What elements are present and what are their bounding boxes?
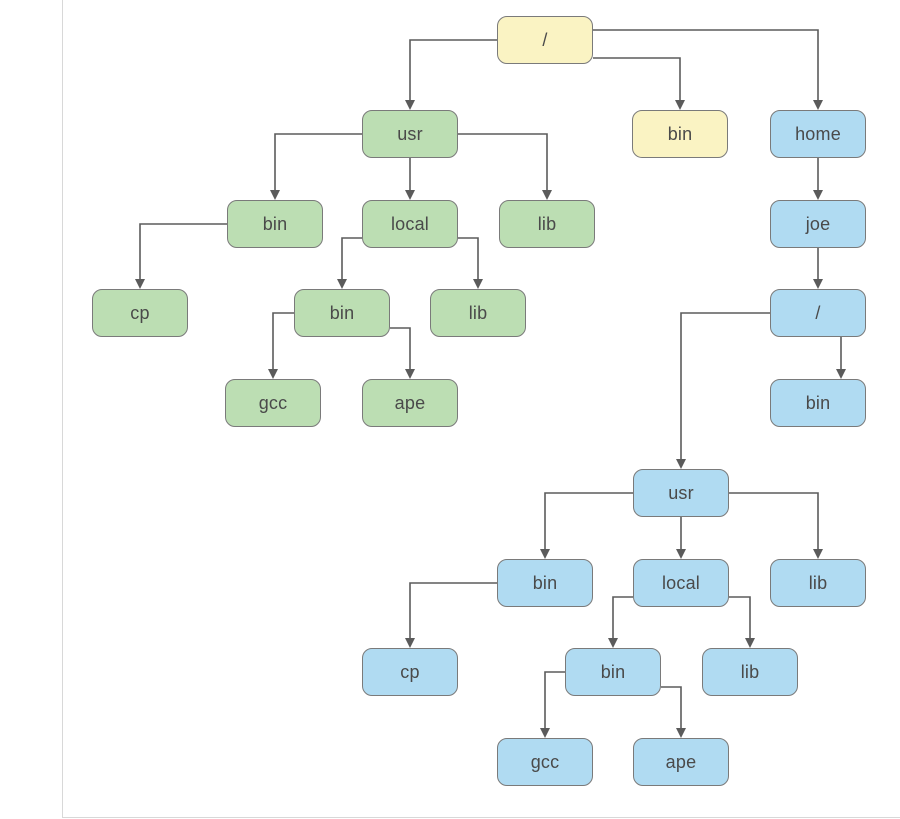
tree-node-joe: joe <box>770 200 866 248</box>
arrowhead-icon <box>676 459 686 469</box>
tree-node-bin_g_local: bin <box>294 289 390 337</box>
tree-node-lib_b_local: lib <box>702 648 798 696</box>
edge-local_b-bin_b_local <box>608 596 633 648</box>
tree-node-usr_b: usr <box>633 469 729 517</box>
edge-bin_b_local-gcc_b <box>540 671 565 738</box>
edge-root-bin_top <box>593 57 685 110</box>
edge-local_g-lib_g_local <box>458 237 483 289</box>
edge-root-home <box>593 29 823 110</box>
edge-bin_g_local-gcc_g <box>268 312 294 379</box>
edge-bin_g_usr-cp_g <box>135 223 227 289</box>
tree-node-root: / <box>497 16 593 64</box>
tree-node-slash_joe: / <box>770 289 866 337</box>
arrowhead-icon <box>540 549 550 559</box>
edge-joe-slash_joe <box>813 248 823 289</box>
tree-node-bin_b_local: bin <box>565 648 661 696</box>
tree-node-lib_g_usr: lib <box>499 200 595 248</box>
edge-slash_joe-usr_b <box>676 312 770 469</box>
edge-bin_g_local-ape_g <box>390 327 415 379</box>
arrowhead-icon <box>270 190 280 200</box>
edge-local_b-lib_b_local <box>729 596 755 648</box>
edge-usr_b-lib_b_usr <box>729 492 823 559</box>
edge-bin_b_usr-cp_b <box>405 582 497 648</box>
arrowhead-icon <box>608 638 618 648</box>
tree-node-gcc_b: gcc <box>497 738 593 786</box>
edge-usr_b-local_b <box>676 517 686 559</box>
tree-node-cp_b: cp <box>362 648 458 696</box>
arrowhead-icon <box>836 369 846 379</box>
edge-root-usr_g <box>405 39 497 110</box>
tree-node-usr_g: usr <box>362 110 458 158</box>
tree-node-ape_b: ape <box>633 738 729 786</box>
arrowhead-icon <box>473 279 483 289</box>
tree-node-ape_g: ape <box>362 379 458 427</box>
tree-node-bin_g_usr: bin <box>227 200 323 248</box>
arrowhead-icon <box>540 728 550 738</box>
edge-usr_g-bin_g_usr <box>270 133 362 200</box>
edge-local_g-bin_g_local <box>337 237 362 289</box>
edge-usr_g-local_g <box>405 158 415 200</box>
tree-node-cp_g: cp <box>92 289 188 337</box>
arrowhead-icon <box>542 190 552 200</box>
edge-home-joe <box>813 158 823 200</box>
tree-node-bin_joe: bin <box>770 379 866 427</box>
arrowhead-icon <box>813 279 823 289</box>
tree-node-local_b: local <box>633 559 729 607</box>
tree-node-lib_g_local: lib <box>430 289 526 337</box>
arrowhead-icon <box>745 638 755 648</box>
tree-node-home: home <box>770 110 866 158</box>
edge-usr_g-lib_g_usr <box>458 133 552 200</box>
arrowhead-icon <box>135 279 145 289</box>
arrowhead-icon <box>813 549 823 559</box>
arrowhead-icon <box>405 638 415 648</box>
tree-node-bin_top: bin <box>632 110 728 158</box>
edge-usr_b-bin_b_usr <box>540 492 633 559</box>
arrowhead-icon <box>405 100 415 110</box>
arrowhead-icon <box>676 728 686 738</box>
arrowhead-icon <box>675 100 685 110</box>
tree-node-gcc_g: gcc <box>225 379 321 427</box>
tree-node-lib_b_usr: lib <box>770 559 866 607</box>
tree-node-bin_b_usr: bin <box>497 559 593 607</box>
tree-node-local_g: local <box>362 200 458 248</box>
arrowhead-icon <box>676 549 686 559</box>
edge-bin_b_local-ape_b <box>661 686 686 738</box>
arrowhead-icon <box>405 190 415 200</box>
arrowhead-icon <box>405 369 415 379</box>
arrowhead-icon <box>268 369 278 379</box>
arrowhead-icon <box>337 279 347 289</box>
edge-slash_joe-bin_joe <box>836 337 846 379</box>
arrowhead-icon <box>813 100 823 110</box>
arrowhead-icon <box>813 190 823 200</box>
